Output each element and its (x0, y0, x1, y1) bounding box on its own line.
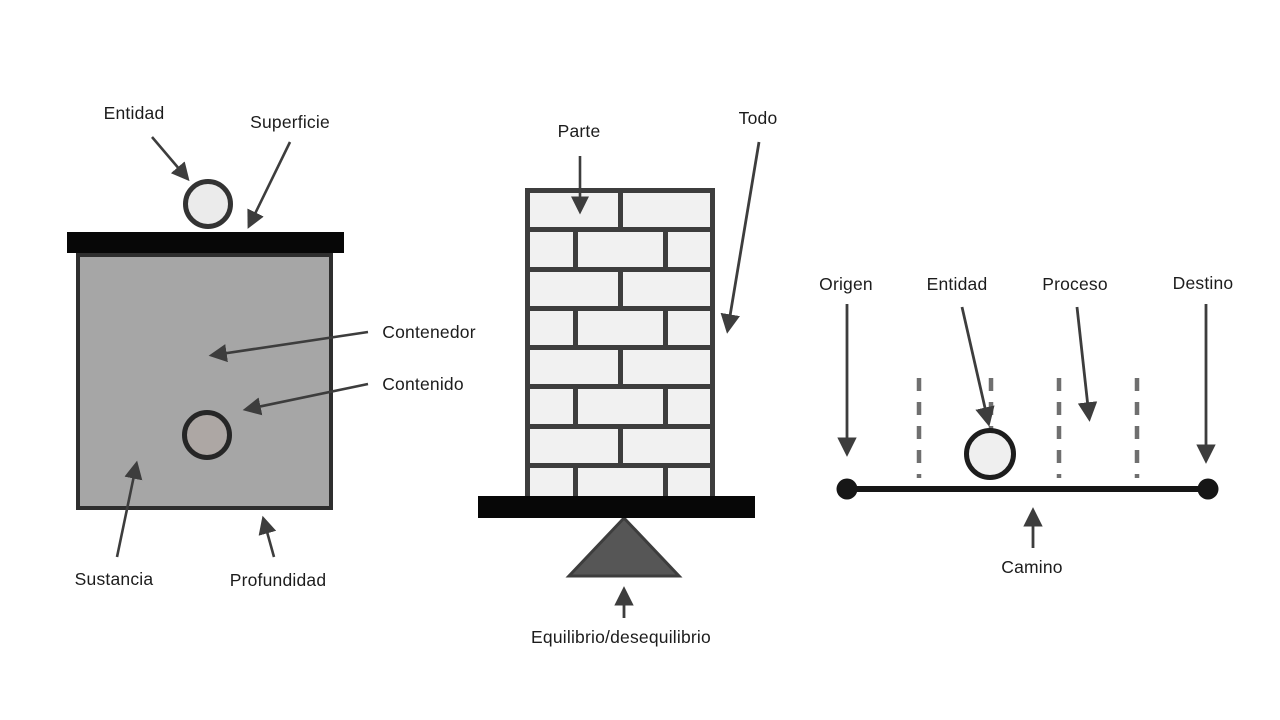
entity-circle-left (183, 179, 233, 229)
brick (667, 310, 710, 345)
brick-row (530, 428, 710, 463)
brick-wall (525, 188, 715, 507)
fulcrum-triangle (565, 515, 683, 578)
label-todo: Todo (738, 108, 778, 128)
brick (530, 350, 618, 385)
entidad-right-arrow (960, 306, 995, 427)
label-contenido: Contenido (382, 374, 464, 394)
destination-dot (1197, 478, 1219, 500)
label-camino: Camino (1001, 557, 1063, 577)
label-origen: Origen (819, 274, 873, 294)
brick (577, 389, 663, 424)
brick (530, 428, 618, 463)
label-proceso: Proceso (1042, 274, 1108, 294)
brick-row (530, 310, 710, 345)
container-box (76, 253, 333, 510)
brick (530, 232, 573, 267)
brick-row (530, 232, 710, 267)
profundidad-arrow (258, 515, 277, 558)
contenido-arrow (242, 382, 369, 416)
proceso-arrow (1075, 306, 1098, 422)
label-equilibrio: Equilibrio/desequilibrio (531, 627, 711, 647)
sustancia-arrow (115, 460, 143, 558)
surface-bar (67, 232, 344, 253)
brick-row (530, 350, 710, 385)
brick (577, 310, 663, 345)
brick (667, 389, 710, 424)
superficie-arrow (247, 141, 292, 229)
entidad-left-arrow (151, 136, 190, 182)
label-entidad-right: Entidad (926, 274, 988, 294)
balance-beam-bar (478, 496, 755, 518)
label-sustancia: Sustancia (74, 569, 154, 589)
label-destino: Destino (1172, 273, 1234, 293)
brick (622, 428, 710, 463)
label-contenedor: Contenedor (382, 322, 476, 342)
entity-circle-right (964, 428, 1016, 480)
brick (530, 271, 618, 306)
content-circle (182, 410, 232, 460)
brick (622, 193, 710, 228)
label-parte: Parte (557, 121, 601, 141)
brick (530, 310, 573, 345)
brick-row (530, 389, 710, 424)
contenedor-arrow (208, 330, 369, 363)
todo-arrow (720, 141, 761, 334)
brick (577, 232, 663, 267)
origin-dot (836, 478, 858, 500)
brick-row (530, 271, 710, 306)
label-profundidad: Profundidad (229, 570, 327, 590)
brick (667, 232, 710, 267)
label-superficie: Superficie (250, 112, 330, 132)
brick (622, 271, 710, 306)
brick (530, 389, 573, 424)
brick (622, 350, 710, 385)
label-entidad-left: Entidad (103, 103, 165, 123)
